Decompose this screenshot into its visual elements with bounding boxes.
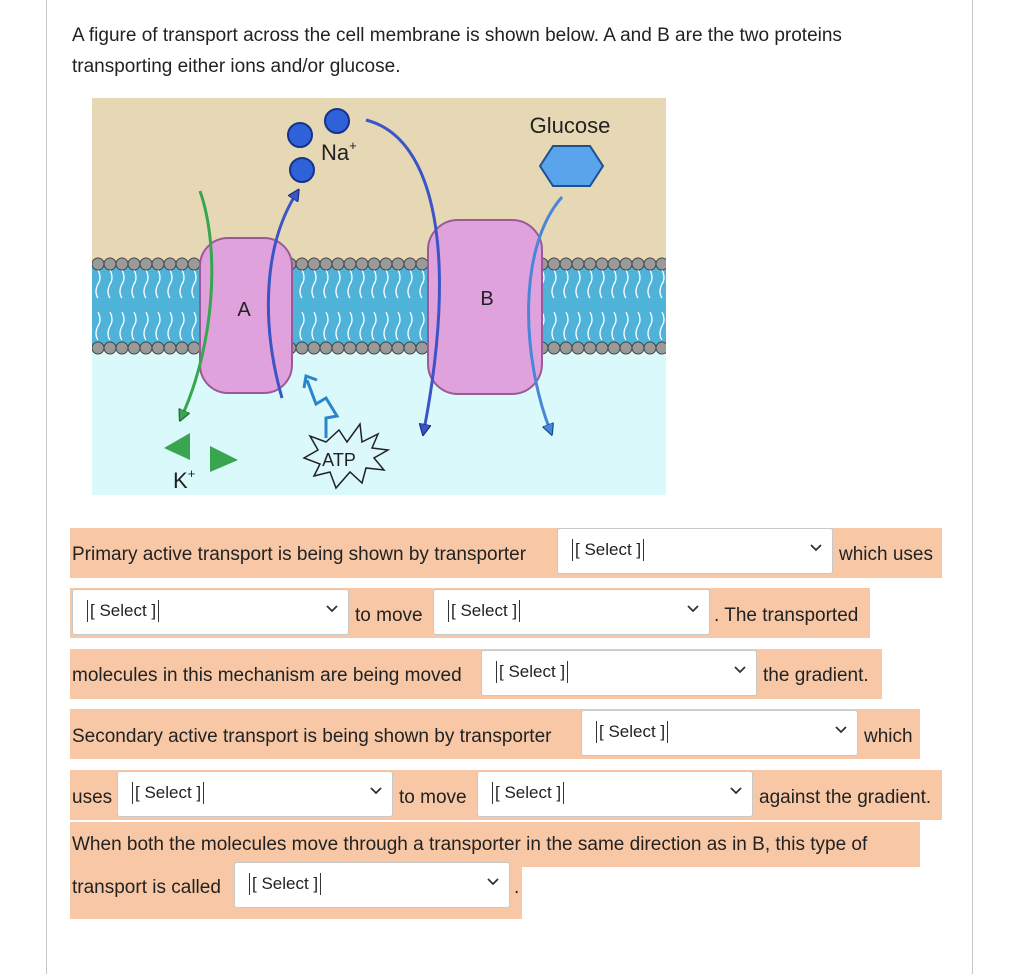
- k-ion: [210, 446, 238, 472]
- protein-b: [427, 219, 543, 395]
- glucose-molecule: [538, 145, 605, 187]
- na-ion: [289, 157, 315, 183]
- na-ion: [287, 122, 313, 148]
- protein-b-label: B: [480, 288, 493, 310]
- k-ion: [164, 433, 190, 460]
- select-primary-direction[interactable]: [ Select ]: [481, 650, 757, 696]
- select-label: [ Select ]: [249, 873, 322, 895]
- chevron-down-icon: [730, 787, 742, 795]
- q1-transported: . The transported: [714, 605, 859, 626]
- select-primary-molecule[interactable]: [ Select ]: [433, 589, 710, 635]
- select-secondary-energy[interactable]: [ Select ]: [117, 771, 393, 817]
- potassium-path-arrow: [182, 190, 214, 416]
- q2-against-gradient: against the gradient.: [759, 787, 932, 808]
- select-transport-type[interactable]: [ Select ]: [234, 862, 510, 908]
- q3-period: .: [514, 877, 520, 898]
- membrane-diagram: A B Na+ Glucose ATP K+: [91, 98, 669, 495]
- q2-uses: uses: [72, 787, 113, 808]
- q1-prefix: Primary active transport is being shown …: [72, 544, 527, 565]
- select-label: [ Select ]: [496, 661, 569, 683]
- highlight-row-6: [70, 822, 920, 867]
- select-secondary-molecule[interactable]: [ Select ]: [477, 771, 753, 817]
- atp-label: ATP: [322, 450, 356, 470]
- q2-to-move: to move: [399, 787, 467, 808]
- chevron-down-icon: [810, 544, 822, 552]
- intro-line-2: transporting either ions and/or glucose.: [72, 56, 401, 77]
- chevron-down-icon: [326, 605, 338, 613]
- q3-line1: When both the molecules move through a t…: [72, 834, 868, 855]
- sodium-in-arrow: [365, 118, 441, 430]
- atp-energy-arrow: [305, 379, 340, 438]
- chevron-down-icon: [487, 878, 499, 886]
- k-label: K+: [173, 466, 195, 493]
- intro-line-1: A figure of transport across the cell me…: [72, 25, 842, 46]
- membrane-transport-figure: A B Na+ Glucose ATP K+: [91, 98, 669, 495]
- select-primary-energy[interactable]: [ Select ]: [72, 589, 349, 635]
- glucose-path-arrow: [527, 196, 564, 430]
- select-label: [ Select ]: [572, 539, 645, 561]
- right-border: [972, 0, 973, 974]
- chevron-down-icon: [370, 787, 382, 795]
- na-label: Na+: [321, 138, 357, 165]
- select-label: [ Select ]: [492, 782, 565, 804]
- left-border: [46, 0, 47, 974]
- chevron-down-icon: [687, 605, 699, 613]
- q2-which: which: [864, 726, 913, 747]
- chevron-down-icon: [734, 666, 746, 674]
- q2-prefix: Secondary active transport is being show…: [72, 726, 552, 747]
- q1-which-uses: which uses: [839, 544, 933, 565]
- question-intro: A figure of transport across the cell me…: [72, 20, 932, 82]
- sodium-out-arrow: [266, 194, 296, 399]
- select-label: [ Select ]: [596, 721, 669, 743]
- q1-line3: molecules in this mechanism are being mo…: [72, 665, 462, 686]
- lipid-bilayer: [91, 257, 669, 355]
- protein-a-label: A: [237, 299, 251, 321]
- select-label: [ Select ]: [87, 600, 160, 622]
- q3-prefix: transport is called: [72, 877, 221, 898]
- atp-burst: [302, 421, 391, 490]
- q1-to-move: to move: [355, 605, 423, 626]
- select-label: [ Select ]: [448, 600, 521, 622]
- na-ion: [324, 108, 350, 134]
- q1-the-gradient: the gradient.: [763, 665, 869, 686]
- chevron-down-icon: [835, 726, 847, 734]
- select-secondary-transporter[interactable]: [ Select ]: [581, 710, 858, 756]
- select-label: [ Select ]: [132, 782, 205, 804]
- select-primary-transporter[interactable]: [ Select ]: [557, 528, 833, 574]
- glucose-label: Glucose: [530, 113, 611, 138]
